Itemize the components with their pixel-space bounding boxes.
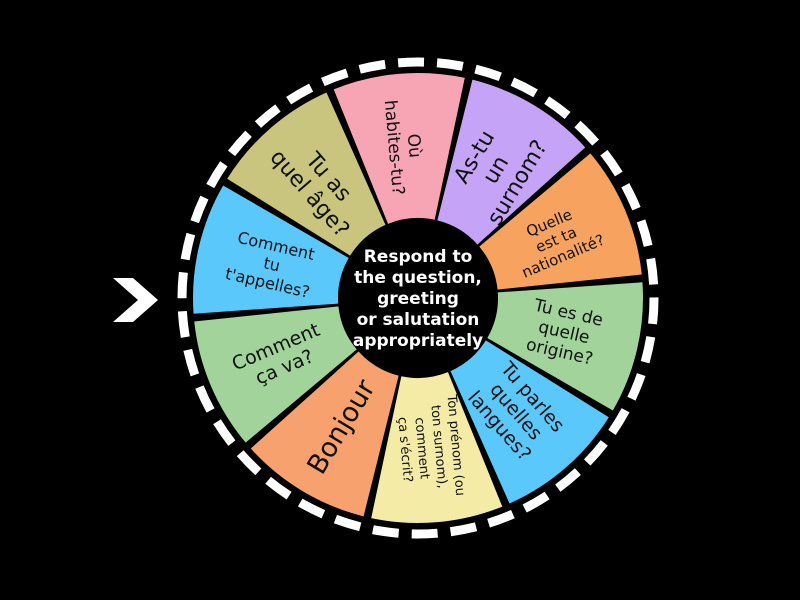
wheel-rim xyxy=(177,57,659,539)
wheel-segment-10[interactable] xyxy=(194,306,357,443)
segment-label-line: ton surnom), xyxy=(427,404,449,489)
wheel-segment-4[interactable] xyxy=(437,79,586,245)
center-instruction-line: Respond to xyxy=(364,247,473,267)
wheel-segment-3[interactable] xyxy=(333,73,465,224)
center-instruction-line: appropriately xyxy=(353,331,483,351)
wheel-segment-6[interactable] xyxy=(487,282,643,411)
wheel-segment-8[interactable] xyxy=(371,372,503,523)
segment-label-line: Où xyxy=(403,133,425,159)
center-instruction-line: or salutation xyxy=(357,310,480,330)
segment-label-line: ça s'écrit? xyxy=(394,416,415,483)
center-instruction-line: the question, xyxy=(354,268,482,288)
chevron-right-icon xyxy=(113,278,158,322)
segment-label-8: Ton prénom (outon surnom),commentça s'éc… xyxy=(393,393,468,501)
wheel-segment-2[interactable] xyxy=(227,92,386,256)
center-hub[interactable] xyxy=(343,223,493,373)
wheel-segment-5[interactable] xyxy=(479,153,642,290)
wheel-segment-7[interactable] xyxy=(450,340,609,504)
wheel-segment-9[interactable] xyxy=(250,351,399,517)
segment-label-line: tu xyxy=(262,253,282,275)
center-instruction-line: greeting xyxy=(377,289,459,309)
wheel-segment-1[interactable] xyxy=(193,185,349,314)
wheel[interactable] xyxy=(193,73,643,523)
segment-label-line: comment xyxy=(411,417,431,480)
svg-text:Ton prénom (outon surnom),comm: Ton prénom (outon surnom),commentça s'éc… xyxy=(393,393,468,501)
dashed-rim xyxy=(177,57,659,539)
